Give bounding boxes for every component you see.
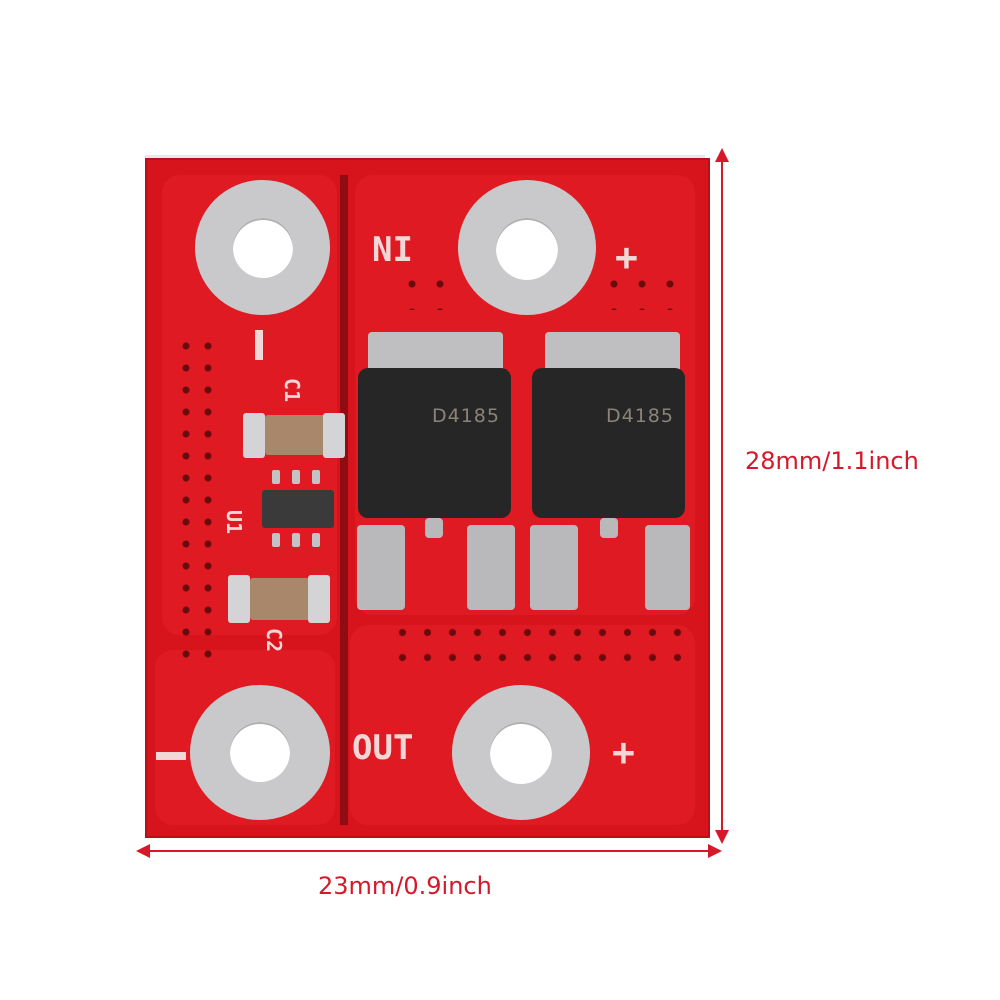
c1-capacitor-end: [243, 413, 265, 458]
silk-input-minus: [255, 330, 263, 360]
mosfet-2-lead-center: [600, 518, 618, 538]
u1-pin: [312, 533, 320, 547]
width-dimension-line: [140, 850, 718, 852]
silk-c1: C1: [280, 377, 305, 403]
via-array-top-left: [398, 270, 448, 310]
silk-input-plus: +: [615, 235, 638, 279]
silk-c2: C2: [262, 627, 287, 653]
c2-capacitor-end: [228, 575, 250, 623]
c1-capacitor: [265, 415, 325, 455]
zone-gap-vertical: [340, 175, 348, 825]
mounting-hole: [496, 218, 558, 280]
height-dimension-line: [721, 152, 723, 838]
silk-input-label: NI: [372, 230, 413, 270]
mounting-hole: [233, 218, 293, 278]
mosfet-2: [532, 368, 685, 518]
silk-output-plus: +: [612, 730, 635, 774]
mosfet-2-lead-right: [645, 525, 690, 610]
u1-pin: [272, 533, 280, 547]
c2-capacitor: [250, 578, 310, 620]
u1-pin: [292, 533, 300, 547]
mosfet-2-marking: D4185: [606, 405, 674, 427]
arrow-right-icon: [708, 844, 722, 858]
silk-u1: U1: [222, 509, 247, 535]
arrow-left-icon: [136, 844, 150, 858]
mosfet-1-lead-left: [357, 525, 405, 610]
u1-pin: [312, 470, 320, 484]
mounting-hole: [490, 722, 552, 784]
mosfet-1: [358, 368, 511, 518]
mosfet-1-lead-center: [425, 518, 443, 538]
width-dimension-label: 23mm/0.9inch: [318, 872, 492, 900]
mosfet-1-marking: D4185: [432, 405, 500, 427]
via-array-top-right: [600, 270, 680, 310]
height-dimension-label: 28mm/1.1inch: [745, 447, 919, 475]
u1-pin: [292, 470, 300, 484]
silk-output-minus: [156, 752, 186, 760]
c1-capacitor-end: [323, 413, 345, 458]
mounting-hole: [230, 722, 290, 782]
u1-pin: [272, 470, 280, 484]
c2-capacitor-end: [308, 575, 330, 623]
via-array-left: [175, 335, 215, 665]
via-array-bottom: [390, 620, 690, 670]
mosfet-2-lead-left: [530, 525, 578, 610]
u1-controller-ic: [262, 490, 334, 528]
arrow-up-icon: [715, 148, 729, 162]
arrow-down-icon: [715, 830, 729, 844]
silk-output-label: OUT: [352, 728, 414, 768]
mosfet-1-lead-right: [467, 525, 515, 610]
